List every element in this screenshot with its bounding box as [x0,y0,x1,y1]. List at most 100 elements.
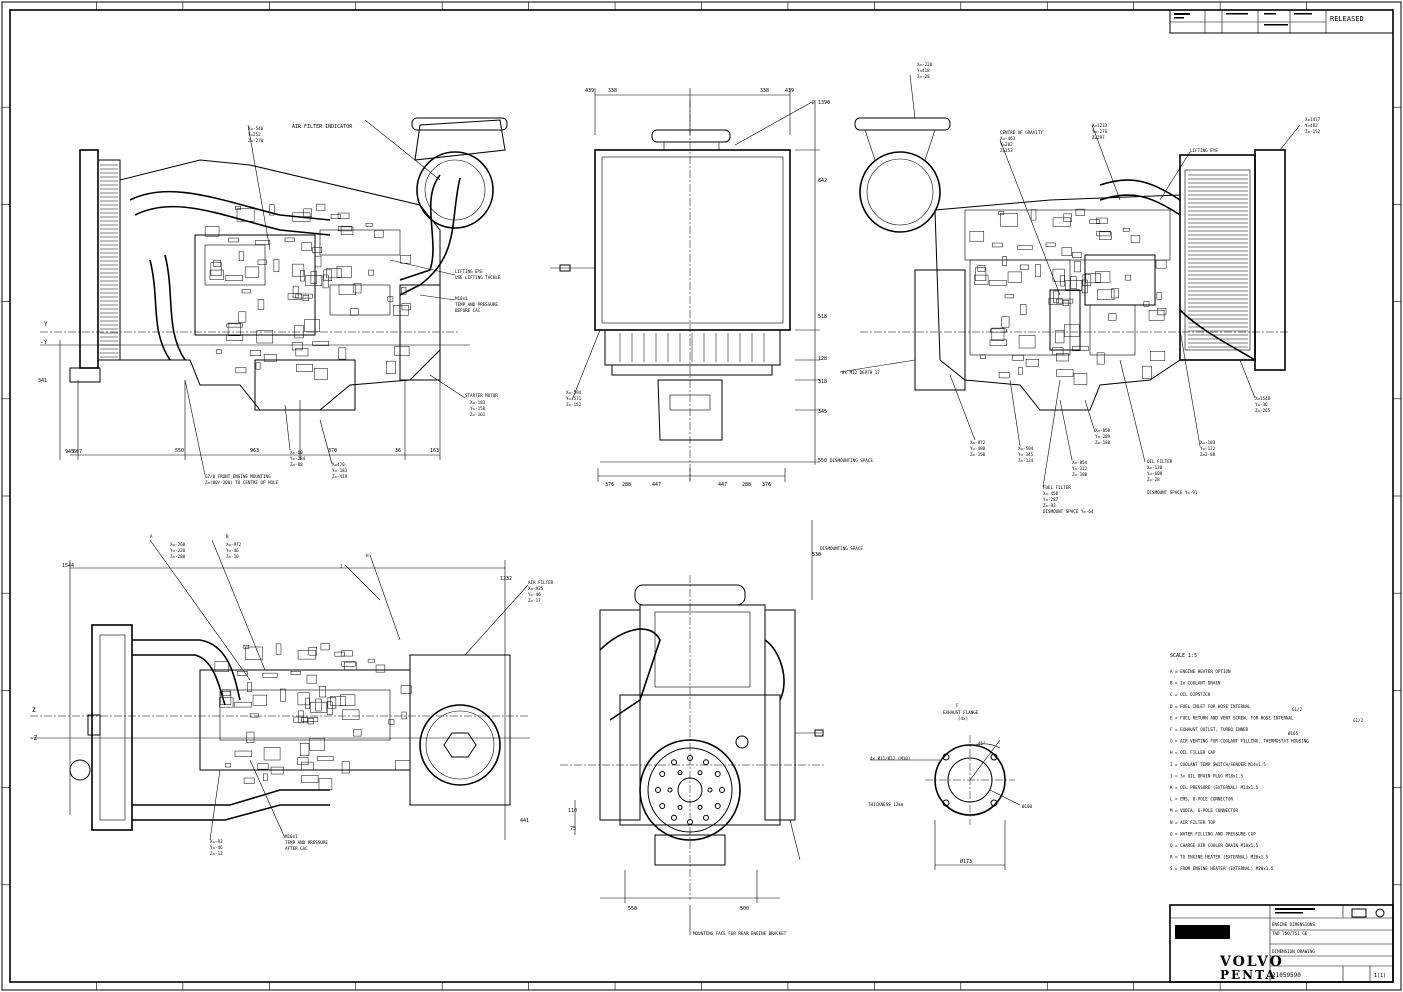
legend-item: R = TO ENGINE HEATER (EXTERNAL) M20x1.5 [1170,855,1269,860]
legend-item: D = FUEL INLET FOR HOSE INTERNAL [1170,704,1251,709]
company-info-block [1175,925,1230,939]
note-side-a: X=-60 Y=-284 Z=-88 [284,404,306,467]
sheet-number: 1(1) [1374,973,1386,979]
drawing-title-2: TAD 750/751 GE [1272,931,1308,936]
brand-volvo: VOLVO [1219,954,1284,970]
legend-e-thread: G1/2 [1353,718,1364,723]
angle-45: 45° [978,741,986,746]
side-view-right: X=-220 Y=418 Z=-28 X=1477 Y=483 Z=-152 C… [839,62,1321,514]
svg-text:Z=-10: Z=-10 [226,554,239,559]
svg-text:X=-858: X=-858 [1095,428,1111,433]
axis-neg-y-label: -Y [40,339,48,346]
svg-text:Z=253: Z=253 [1000,148,1013,153]
svg-text:X=-220: X=-220 [917,62,933,67]
marker-b-plan: B [226,534,229,539]
dim-plan-441: 441 [520,818,529,824]
svg-text:X=-594: X=-594 [566,390,582,395]
dim-front-b1: 376 [605,482,614,488]
note-right-b: X=-594 Y=-345 Z=-124 [1009,379,1034,463]
svg-text:Z=-12: Z=-12 [210,851,223,856]
svg-text:Z=-180: Z=-180 [1072,472,1088,477]
legend-item: F = EXHAUST OUTLET, TURBO INNER [1170,727,1249,732]
status-text: RELEASED [1330,15,1364,23]
dim-front-b5: 288 [742,482,751,488]
dismount-space-1: DISMOUNT SPACE Y=-64 [1043,509,1094,514]
svg-text:Y=-287: Y=-287 [1043,497,1059,502]
note-right-e: X=-103 Y=-122 Z=2-88 [1179,329,1216,457]
svg-text:X=-972: X=-972 [226,542,242,547]
svg-text:X=1233: X=1233 [1092,123,1108,128]
svg-text:X=1477: X=1477 [1305,117,1321,122]
svg-text:X=-93: X=-93 [210,839,223,844]
svg-text:Z=-124: Z=-124 [1018,458,1034,463]
dim-front-b2: 288 [622,482,631,488]
svg-text:Y=-122: Y=-122 [1200,446,1216,451]
exhaust-flange-label: EXHAUST FLANGE [943,710,979,715]
svg-text:X=-854: X=-854 [1072,460,1088,465]
svg-text:M10x1: M10x1 [455,296,468,301]
legend-item: L = EMS, 8-POLE CONNECTOR [1170,797,1234,802]
dismounting-space-label: DISMOUNTING SPACE [830,458,873,463]
svg-text:(4x): (4x) [958,716,968,721]
dim-side-163: 163 [430,448,439,454]
svg-text:X=-130: X=-130 [1147,465,1163,470]
note-plan-a: X=-260 Y=-220 Z=-280 [170,542,186,559]
svg-text:Y=418: Y=418 [917,68,930,73]
legend-item: Q = CHARGE AIR COOLER DRAIN M10x1.5 [1170,843,1259,848]
note-right-f: X=1548 Y=-36 Z=-265 [1239,359,1271,413]
dim-rear-110: 110 [568,808,577,814]
dim-side-36: 36 [395,448,401,454]
legend-f-size: Ø165 [1288,731,1299,736]
legend-item: E = FUEL RETURN AND VENT SCREW, FOR HOSE… [1170,715,1294,720]
note-1: X=-540 Y=252 Z=-270 [247,124,271,251]
side-view-left: Y -Y 550 963 370 36 163 945 667 341 AIR … [38,117,508,485]
marker-h: H [366,553,369,558]
axis-y-label: Y [44,321,48,328]
svg-text:Y=-284: Y=-284 [290,456,306,461]
note-plan-c: X=-93 Y=-46 Z=-12 [209,769,223,856]
legend-item: K = OIL PRESSURE (EXTERNAL) M14x1.5 [1170,785,1259,790]
svg-text:Z=-270: Z=-270 [248,138,264,143]
legend-item: I = COOLANT TEMP SWITCH/SENDER M14x1.5 [1170,762,1266,767]
svg-text:Z=-88: Z=-88 [290,462,303,467]
dim-rear-75: 75 [570,826,576,832]
note-right-d: X=-858 Y=-289 Z=-180 [1084,399,1111,445]
svg-text:Z=2-88: Z=2-88 [1200,452,1216,457]
svg-text:X=-60: X=-60 [290,450,303,455]
dim-front-r4: 128 [818,356,827,362]
marker-a: A [150,534,153,539]
svg-text:Y=-608: Y=-608 [1147,471,1163,476]
legend-item: A = ENGINE HEATER OPTION [1170,669,1231,674]
dim-plan-1232: 1232 [500,576,512,582]
note-right-c: X=-854 Y=-312 Z=-180 [1059,399,1088,477]
dim-side-945: 945 [65,449,74,455]
revision-block: RELEASED [1169,9,1394,34]
legend-item: H = OIL FILLER CAP [1170,750,1216,755]
svg-text:X=1548: X=1548 [1255,396,1271,401]
svg-text:Y=-183: Y=-183 [332,468,348,473]
dim-front-338a: 338 [608,88,617,94]
svg-text:X=-260: X=-260 [170,542,186,547]
air-filter-label: AIR FILTER [528,580,554,585]
dim-dia-100: Ø100 [1022,804,1033,809]
svg-text:Y=-345: Y=-345 [1018,452,1034,457]
svg-text:Y=252: Y=252 [248,132,261,137]
lifting-eye-right-label: LIFTING EYE [1190,148,1218,153]
dim-front-r3: 518 [818,314,827,320]
svg-text:BEFORE CAC: BEFORE CAC [455,308,481,313]
svg-text:Z=-28: Z=-28 [917,74,930,79]
svg-text:M10x1: M10x1 [285,834,298,839]
svg-text:Y=-289: Y=-289 [1095,434,1111,439]
dim-exhaust-173: Ø173 [960,858,972,865]
svg-text:AFTER CAC: AFTER CAC [285,846,308,851]
legend-item: B = 2x COOLANT DRAIN [1170,681,1221,686]
svg-text:Z=-280: Z=-280 [170,554,186,559]
svg-text:Y=-46: Y=-46 [528,592,541,597]
svg-text:X=-925: X=-925 [528,586,544,591]
svg-text:Y=-571: Y=-571 [566,396,582,401]
dim-side-963: 963 [250,448,259,454]
dim-side-341: 341 [38,378,47,384]
svg-text:Y=-46: Y=-46 [226,548,239,553]
dim-front-b3: 447 [652,482,661,488]
